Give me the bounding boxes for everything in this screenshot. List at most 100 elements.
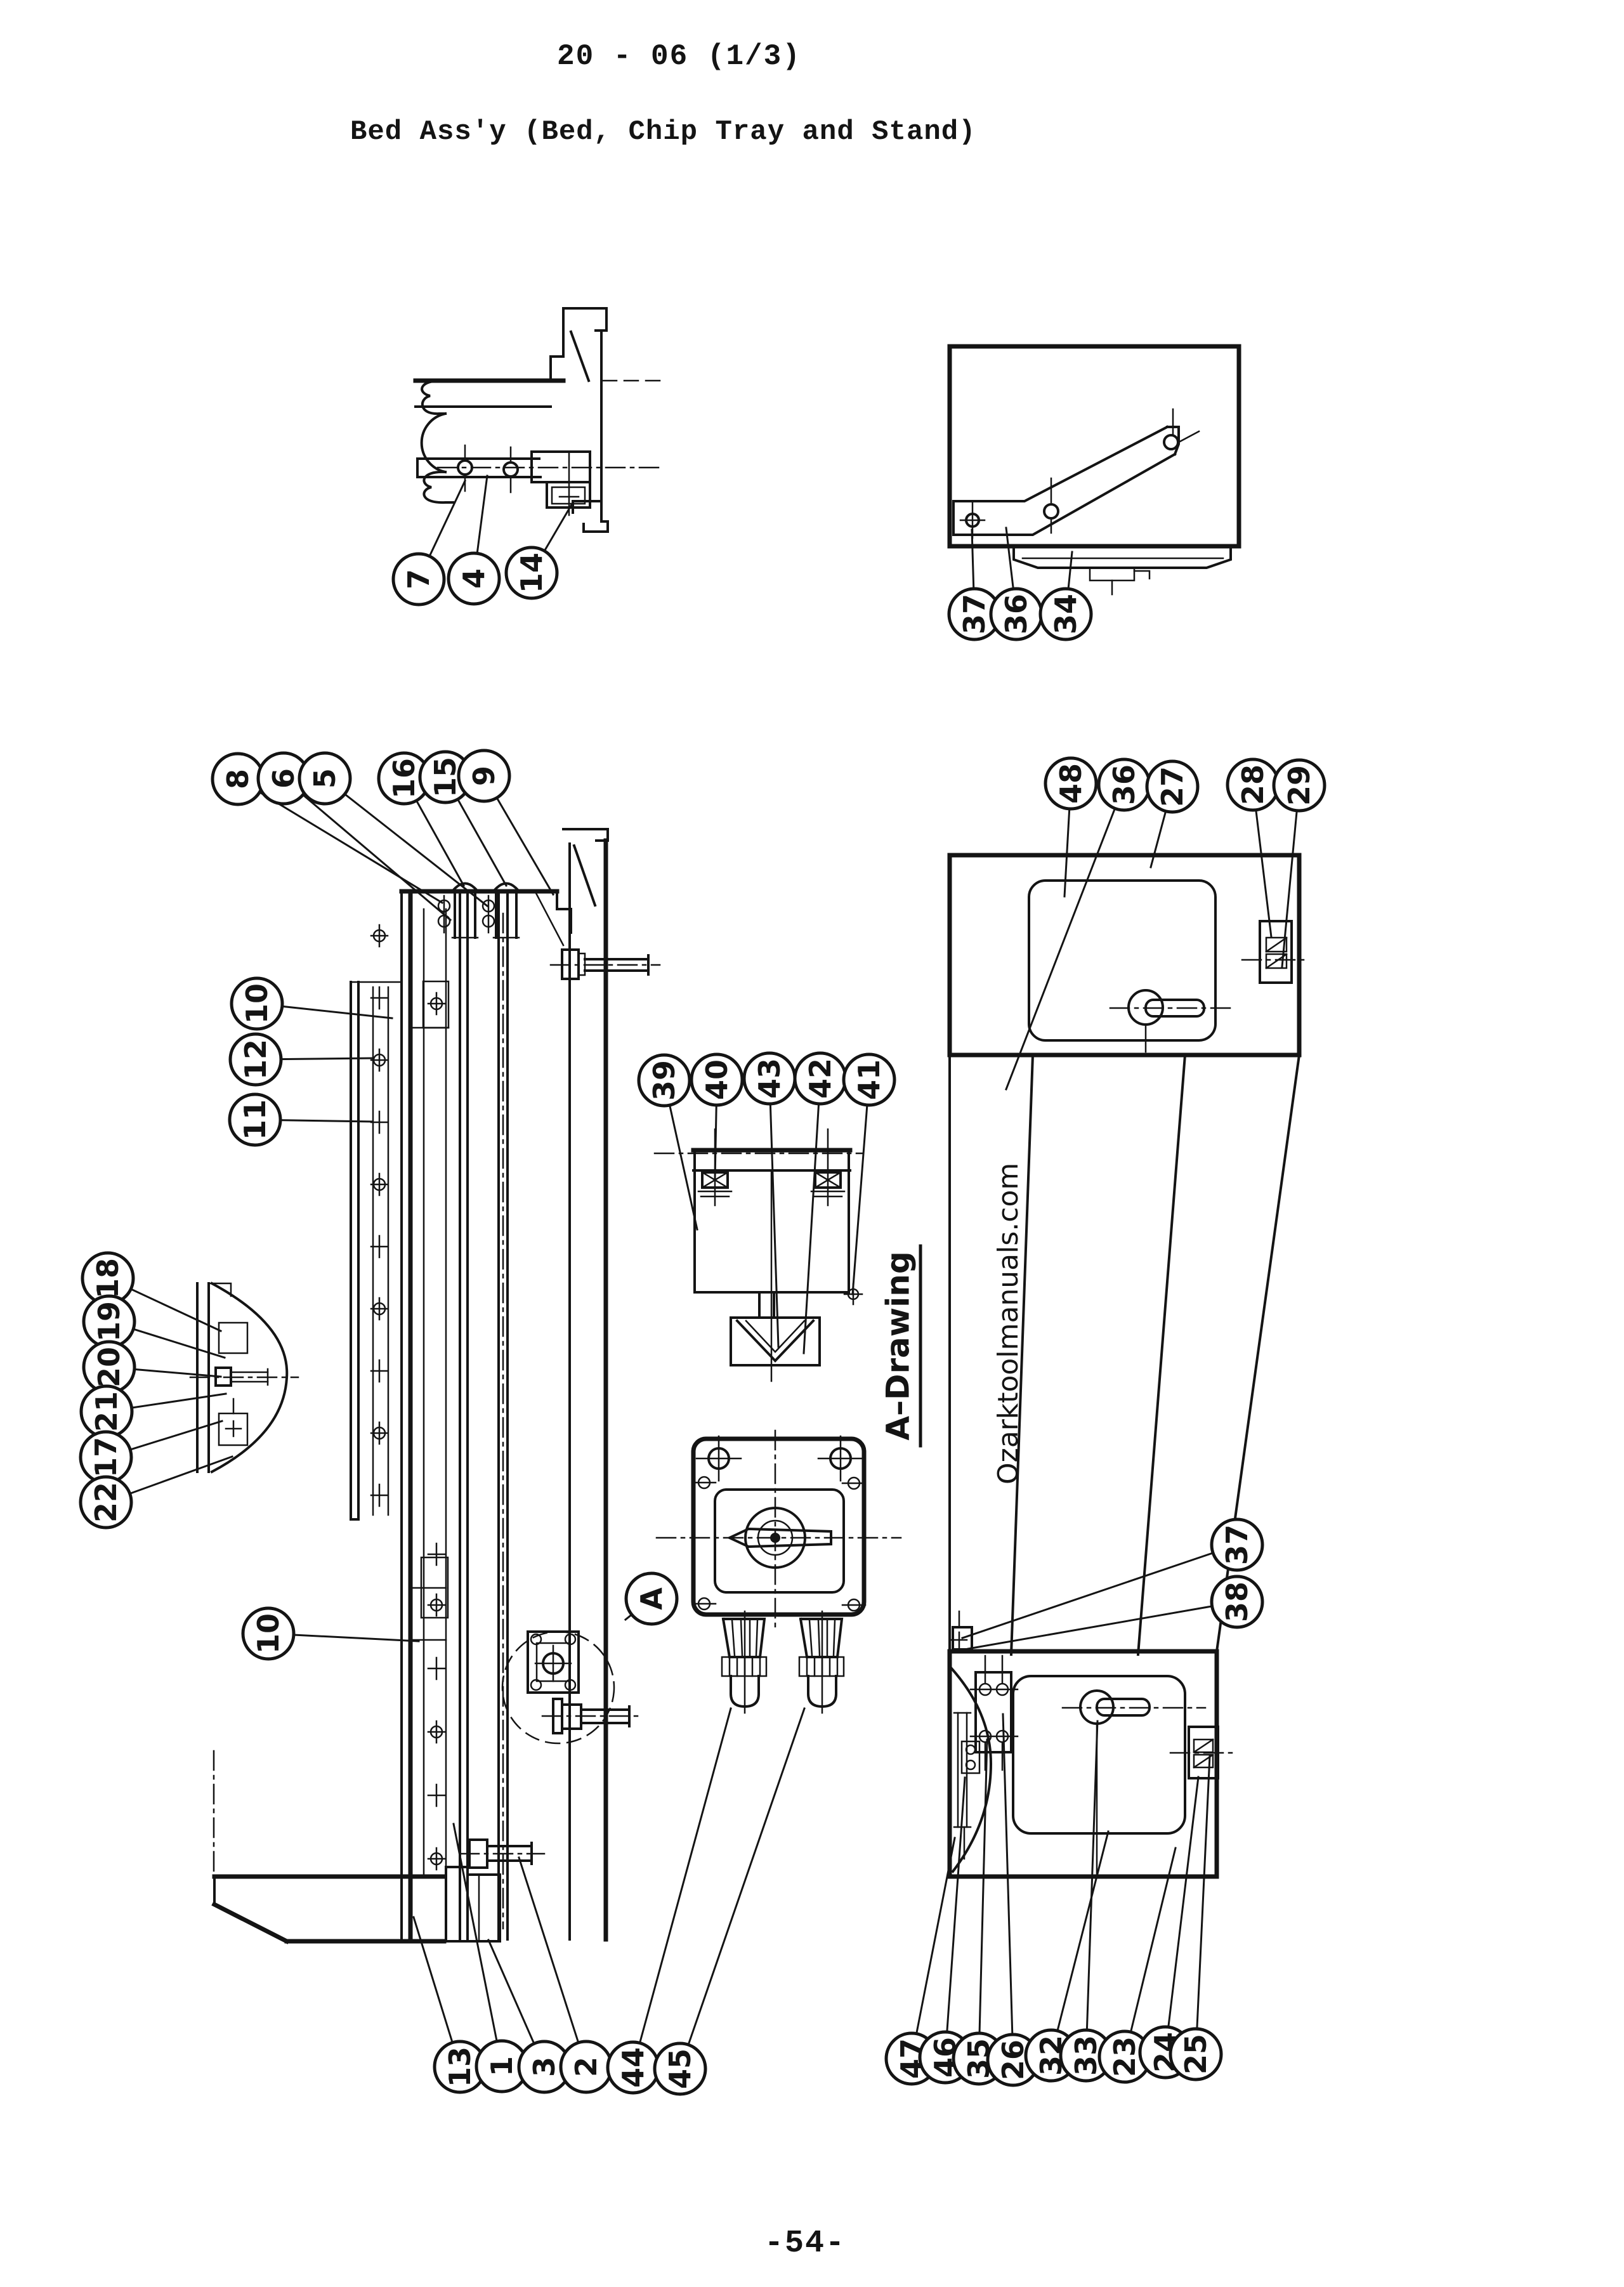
- callout-number: 21: [89, 1391, 124, 1432]
- callout-43: 43: [742, 1051, 797, 1348]
- callout-number: 48: [1054, 763, 1088, 804]
- callout-number: 37: [957, 594, 992, 634]
- leader-line: [1050, 1830, 1110, 2057]
- callout-9: 9: [457, 749, 555, 896]
- callout-number: 45: [663, 2048, 697, 2089]
- callout-44: 44: [606, 1707, 732, 2095]
- callout-11: 11: [228, 1092, 373, 1147]
- callout-36: 36: [989, 527, 1044, 641]
- callout-number: 27: [1155, 766, 1189, 807]
- callout-balloon: [1038, 587, 1093, 641]
- callout-5: 5: [298, 751, 489, 908]
- callout-number: A: [634, 1587, 669, 1610]
- callout-balloon: [79, 1475, 133, 1530]
- callout-number: 6: [266, 768, 301, 789]
- leader-line: [1123, 1847, 1177, 2058]
- callout-number: 10: [251, 1613, 285, 1654]
- callout-number: 40: [700, 1059, 734, 1100]
- callout-28: 28: [1226, 757, 1280, 938]
- bed-cross-section-view: [413, 307, 661, 533]
- callout-balloon: [298, 751, 352, 806]
- callout-18: 18: [81, 1251, 222, 1332]
- bed-side-view: [211, 828, 661, 1944]
- leader-line: [1005, 783, 1125, 1091]
- callout-balloon: [241, 1606, 296, 1661]
- callout-number: 42: [803, 1058, 837, 1099]
- callout-number: 25: [1179, 2034, 1213, 2074]
- switch-plate-view: [655, 1429, 902, 1714]
- leader-line: [452, 1823, 503, 2067]
- callout-3: 3: [487, 1939, 572, 2094]
- callout-25: 25: [1169, 1755, 1223, 2081]
- callout-number: 14: [514, 553, 549, 593]
- callout-number: 41: [852, 1059, 886, 1100]
- callout-number: 33: [1069, 2035, 1103, 2076]
- callout-number: 29: [1282, 765, 1316, 806]
- callout-22: 22: [79, 1455, 233, 1530]
- callout-21: 21: [79, 1384, 227, 1439]
- callout-number: 1: [485, 2056, 519, 2076]
- callout-balloon: [653, 2041, 707, 2096]
- callout-39: 39: [637, 1053, 698, 1231]
- leader-line: [1195, 1755, 1211, 2055]
- callout-number: 13: [443, 2047, 477, 2087]
- leader-line: [1164, 1776, 1200, 2054]
- callout-number: 28: [1236, 764, 1270, 805]
- page-title: Bed Ass'y (Bed, Chip Tray and Stand): [350, 116, 976, 148]
- callout-balloon: [1210, 1575, 1264, 1629]
- callout-41: 41: [842, 1052, 896, 1295]
- callout-number: 36: [999, 594, 1033, 634]
- callout-balloon: [228, 1032, 283, 1087]
- page-number: -54-: [764, 2225, 846, 2262]
- callout-17: 17: [79, 1420, 223, 1484]
- callout-23: 23: [1097, 1847, 1177, 2084]
- callout-16: 16: [377, 751, 466, 888]
- callout-balloon: [624, 1571, 679, 1626]
- callout-number: 15: [428, 757, 462, 797]
- leader-line: [1281, 784, 1300, 968]
- leader-line: [518, 1856, 587, 2068]
- leader-line: [1002, 1713, 1014, 2061]
- callout-number: 3: [527, 2057, 561, 2077]
- callout-number: 16: [387, 758, 421, 799]
- callout-balloon: [228, 1092, 282, 1147]
- callout-34: 34: [1038, 551, 1093, 641]
- callout-number: 8: [221, 769, 255, 789]
- callout-27: 27: [1145, 759, 1200, 868]
- leader-line: [967, 1601, 1238, 1650]
- callout-number: 9: [467, 766, 501, 786]
- callout-number: 37: [1220, 1524, 1254, 1565]
- callout-number: 11: [238, 1099, 272, 1140]
- callout-number: 26: [996, 2040, 1030, 2080]
- callout-number: 19: [92, 1301, 126, 1342]
- callout-14: 14: [504, 501, 575, 600]
- callout-12: 12: [228, 1032, 373, 1087]
- stand-front-view: [947, 853, 1309, 1879]
- callout-number: 23: [1108, 2036, 1142, 2077]
- leader-line: [1085, 1720, 1099, 2057]
- leader-line: [768, 1077, 780, 1348]
- callout-number: 22: [89, 1482, 123, 1523]
- callout-balloon: [1272, 758, 1326, 813]
- leader-line: [679, 1707, 806, 2070]
- callout-balloon: [1145, 759, 1200, 814]
- callout-1: 1: [452, 1823, 529, 2094]
- callout-40: 40: [690, 1052, 744, 1181]
- callout-balloon: [391, 552, 446, 606]
- callout-number: 38: [1220, 1582, 1254, 1622]
- chip-tray-top-view: [947, 344, 1241, 603]
- leader-line: [802, 1077, 822, 1354]
- callout-number: 36: [1107, 764, 1141, 805]
- callout-38: 38: [967, 1575, 1264, 1650]
- leader-line: [323, 777, 489, 908]
- callout-balloon: [637, 1053, 691, 1108]
- callout-number: 18: [91, 1258, 125, 1299]
- callout-37: 37: [961, 1517, 1264, 1639]
- callout-45: 45: [653, 1707, 806, 2096]
- callout-7: 7: [391, 480, 466, 606]
- callout-balloon: [504, 546, 559, 600]
- way-bolt-crosses: [370, 924, 446, 1871]
- callout-balloon: [230, 976, 284, 1031]
- leader-line: [978, 1738, 988, 2060]
